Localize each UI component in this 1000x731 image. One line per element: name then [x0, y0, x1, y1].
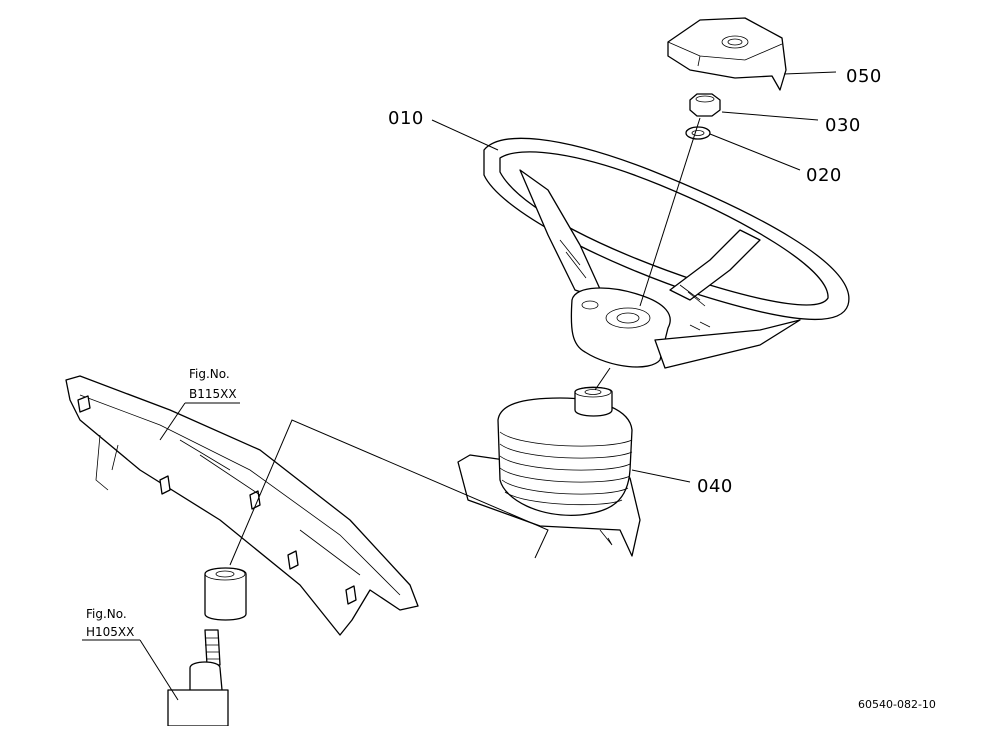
- steering-wheel-drawing: [483, 137, 850, 369]
- fig-ref-h105-line1: Fig.No.: [86, 607, 127, 621]
- callout-020: 020: [806, 165, 842, 186]
- steering-shaft-drawing: [167, 567, 247, 727]
- washer-drawing: [685, 126, 711, 140]
- callout-030: 030: [825, 115, 861, 136]
- dashboard-panel-drawing: [65, 375, 419, 636]
- callout-050: 050: [846, 66, 882, 87]
- fig-ref-b115-line2: B115XX: [189, 387, 237, 401]
- column-boot-drawing: [457, 386, 641, 557]
- leader-lines: [82, 71, 837, 701]
- nut-drawing: [689, 93, 721, 117]
- callout-010: 010: [388, 108, 424, 129]
- fig-ref-h105-line2: H105XX: [86, 625, 134, 639]
- horn-cap-drawing: [667, 17, 787, 91]
- callout-040: 040: [697, 476, 733, 497]
- drawing-code: 60540-082-10: [858, 698, 936, 711]
- fig-ref-b115-line1: Fig.No.: [189, 367, 230, 381]
